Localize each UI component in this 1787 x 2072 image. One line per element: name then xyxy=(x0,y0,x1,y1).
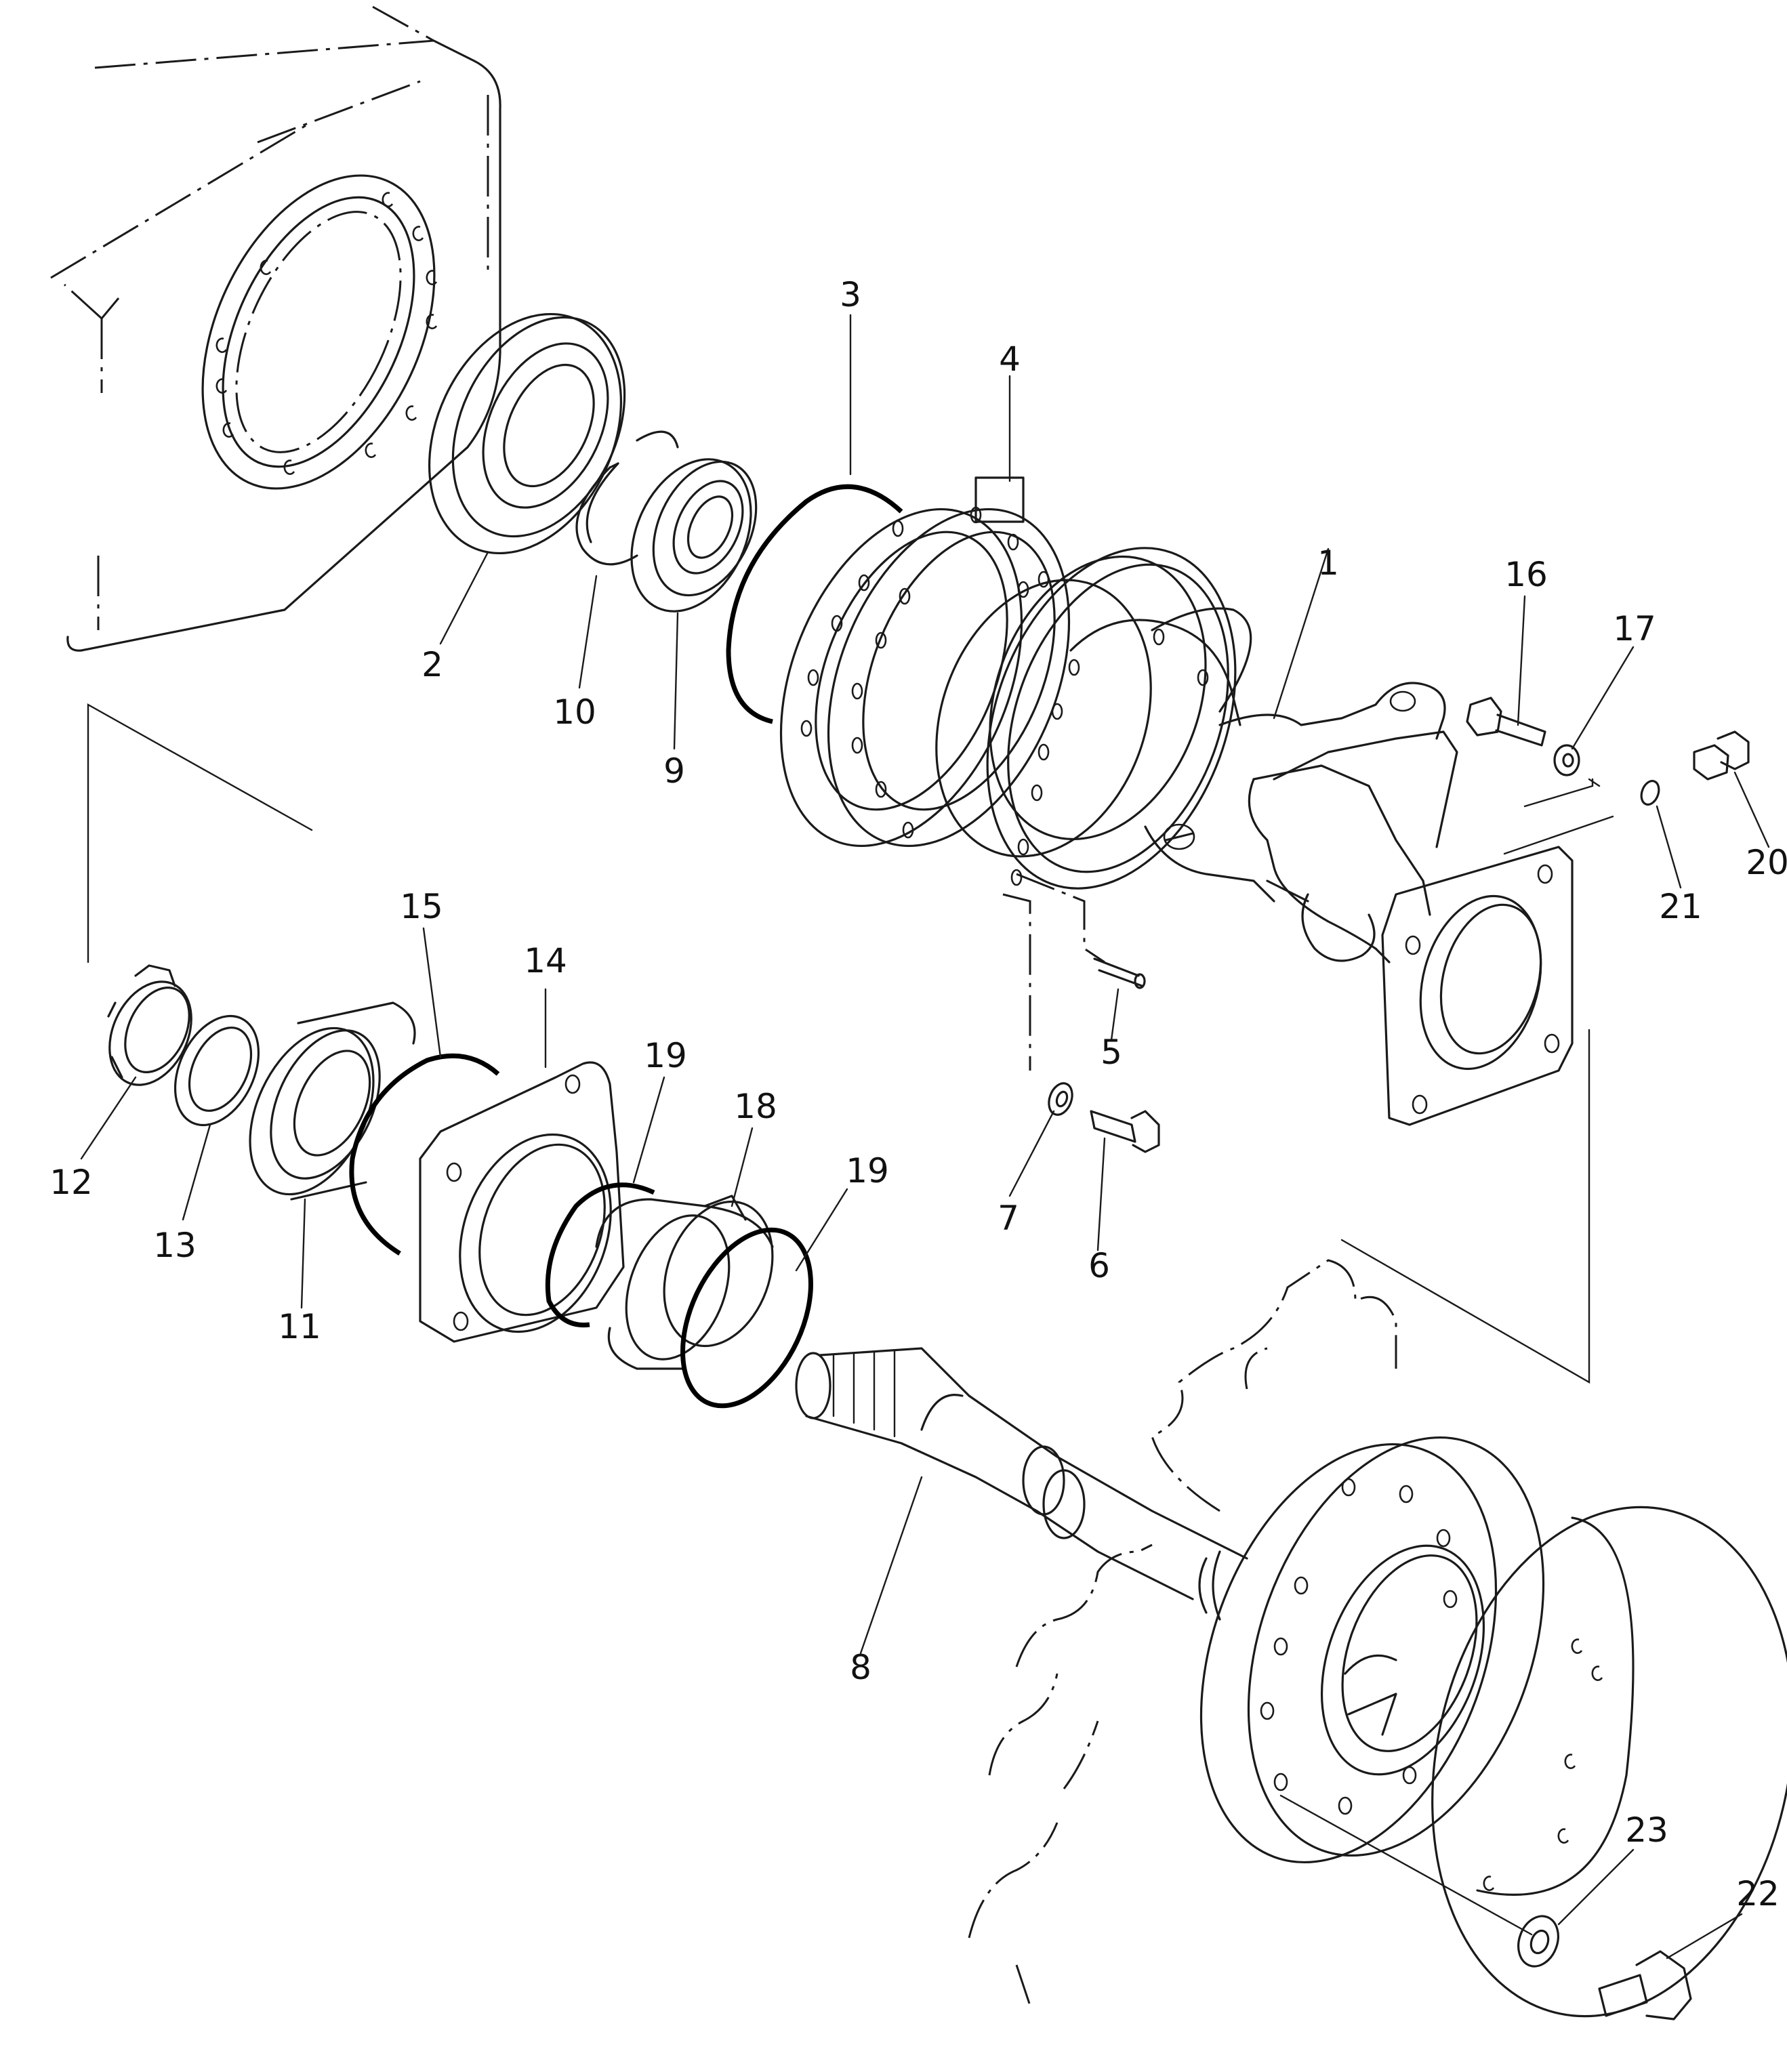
label-part-19b: 19 xyxy=(846,1151,889,1190)
washer-23 xyxy=(1517,1915,1559,1968)
label-part-17: 17 xyxy=(1613,609,1656,648)
label-part-20: 20 xyxy=(1746,843,1787,882)
o-ring-19b xyxy=(680,1227,813,1409)
lock-washer-13 xyxy=(173,1014,260,1127)
bearing-9 xyxy=(630,458,758,613)
hub-bolt-leader xyxy=(1279,1794,1533,1936)
bracket-line-left xyxy=(87,703,313,964)
o-ring-19a xyxy=(545,1182,655,1328)
retainer-14 xyxy=(419,1061,625,1343)
bolt-16 xyxy=(1466,697,1546,747)
o-ring-21 xyxy=(1640,779,1660,806)
axle-housing-1 xyxy=(935,547,1574,1126)
label-part-1: 1 xyxy=(1317,543,1339,583)
label-part-14: 14 xyxy=(524,941,567,980)
dowel-pin-5 xyxy=(1093,957,1146,989)
sleeve-18 xyxy=(595,1195,774,1370)
washer-7 xyxy=(1048,1082,1073,1116)
label-part-11: 11 xyxy=(278,1307,321,1346)
bolt-22 xyxy=(1598,1950,1692,2021)
label-part-3: 3 xyxy=(840,275,861,314)
lock-nut-12 xyxy=(107,964,192,1086)
label-part-21: 21 xyxy=(1659,887,1702,926)
transmission-case xyxy=(50,5,501,652)
bracket-line-right xyxy=(1340,1029,1590,1384)
shim-holes xyxy=(800,506,1050,839)
axle-shaft-8 xyxy=(795,1347,1248,1600)
label-part-10: 10 xyxy=(553,692,596,732)
plug-20 xyxy=(1693,730,1750,781)
bolt-6 xyxy=(1090,1110,1160,1153)
label-part-2: 2 xyxy=(422,645,443,684)
label-part-7: 7 xyxy=(998,1199,1019,1238)
label-part-9: 9 xyxy=(663,751,685,791)
label-part-18: 18 xyxy=(734,1087,777,1126)
label-part-13: 13 xyxy=(153,1226,197,1265)
bearing-2 xyxy=(428,312,626,555)
connector-line xyxy=(1523,778,1594,808)
label-part-19a: 19 xyxy=(644,1036,687,1075)
label-part-23: 23 xyxy=(1625,1810,1668,1850)
plug-leader-line xyxy=(1503,778,1614,855)
wheel-hub xyxy=(1198,1436,1545,1863)
o-ring-15 xyxy=(349,1053,500,1256)
label-part-12: 12 xyxy=(49,1163,93,1202)
label-part-4: 4 xyxy=(999,339,1021,379)
case-bolt-holes xyxy=(215,192,438,475)
label-part-22: 22 xyxy=(1736,1874,1780,1913)
label-part-5: 5 xyxy=(1101,1033,1122,1072)
o-ring-3 xyxy=(726,484,903,724)
snap-ring-10 xyxy=(575,430,679,566)
washer-17 xyxy=(1553,744,1580,776)
label-part-15: 15 xyxy=(400,887,443,926)
label-part-6: 6 xyxy=(1088,1246,1110,1285)
wheel-rim xyxy=(1431,1506,1787,2018)
shims-4 xyxy=(779,476,1071,848)
label-part-16: 16 xyxy=(1504,555,1548,594)
part-labels: 1 2 3 4 5 6 7 8 9 10 11 12 13 14 15 16 1… xyxy=(49,275,1787,1913)
leader-lines xyxy=(80,314,1770,1960)
tire-tread xyxy=(968,1259,1397,2006)
label-part-8: 8 xyxy=(850,1648,871,1687)
bearing-11 xyxy=(249,1001,416,1201)
